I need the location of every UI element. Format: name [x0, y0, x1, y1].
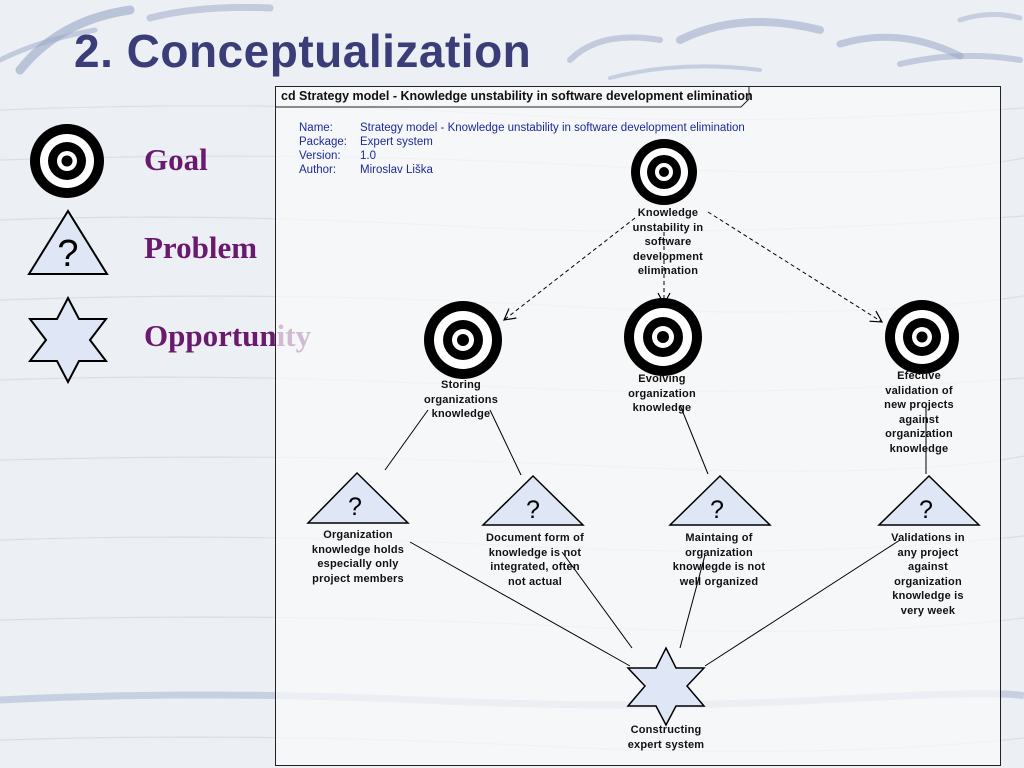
label-problem-validations: Validations in any project against organ… — [891, 532, 965, 617]
problem-icon-maintaining: ? — [668, 474, 772, 526]
goal-icon-storing — [424, 301, 502, 379]
refine-arrow-validation — [707, 211, 884, 323]
link-evolving-maintaining — [679, 404, 709, 475]
link-storing-document — [489, 409, 522, 476]
meta-package-value: Expert system — [360, 136, 433, 148]
meta-version-key: Version: — [299, 150, 341, 162]
problem-glyph-holds: ? — [348, 493, 362, 521]
label-problem-holds: Organization knowledge holds especially … — [311, 529, 405, 585]
goal-icon-evolving — [624, 298, 702, 376]
problem-icon: ? — [27, 209, 109, 275]
link-storing-holds — [384, 409, 429, 471]
label-problem-document: Document form of knowledge is not integr… — [486, 532, 584, 588]
brush-stroke-decor — [0, 3, 1023, 80]
label-goal-validation: Efective validation of new projects agai… — [884, 370, 954, 455]
link-holds-expert — [409, 541, 631, 667]
link-maintaining-expert — [679, 554, 706, 649]
link-document-expert — [561, 551, 633, 649]
legend-problem-glyph: ? — [57, 233, 78, 275]
problem-icon-document: ? — [481, 474, 585, 526]
problem-glyph-document: ? — [526, 496, 540, 524]
opportunity-icon — [27, 295, 109, 385]
meta-author-key: Author: — [299, 164, 337, 176]
meta-name-value: Strategy model - Knowledge unstability i… — [360, 122, 745, 134]
problem-icon-holds: ? — [306, 471, 410, 524]
diagram-frame — [275, 86, 1001, 766]
refine-arrow-storing — [503, 217, 636, 321]
slide-title: 2. Conceptualization — [74, 25, 532, 77]
goal-icon — [30, 124, 104, 198]
meta-package-key: Package: — [299, 136, 347, 148]
label-goal-storing: Storing organizations knowledge — [423, 379, 499, 420]
meta-name-key: Name: — [299, 122, 333, 134]
problem-glyph-validations: ? — [919, 496, 933, 524]
frame-tab — [275, 87, 750, 108]
problem-icon-validations: ? — [877, 474, 981, 526]
label-main-goal: Knowledge unstability in software develo… — [632, 207, 704, 277]
opportunity-icon-expert — [626, 646, 706, 727]
problem-glyph-maintaining: ? — [710, 496, 724, 524]
legend-label-goal: Goal — [144, 142, 208, 177]
goal-icon-main — [631, 139, 697, 205]
label-problem-maintaining: Maintaing of organization knowlegde is n… — [672, 532, 766, 588]
label-goal-evolving: Evolving organization knowledge — [628, 373, 696, 414]
link-validations-expert — [704, 539, 901, 667]
meta-author-value: Miroslav Liška — [360, 164, 433, 176]
goal-icon-validation — [885, 300, 959, 374]
legend-label-problem: Problem — [144, 230, 258, 265]
diagram-frame-title: cd Strategy model - Knowledge unstabilit… — [281, 89, 753, 103]
meta-version-value: 1.0 — [360, 150, 376, 162]
label-opportunity-expert: Constructing expert system — [627, 724, 705, 751]
